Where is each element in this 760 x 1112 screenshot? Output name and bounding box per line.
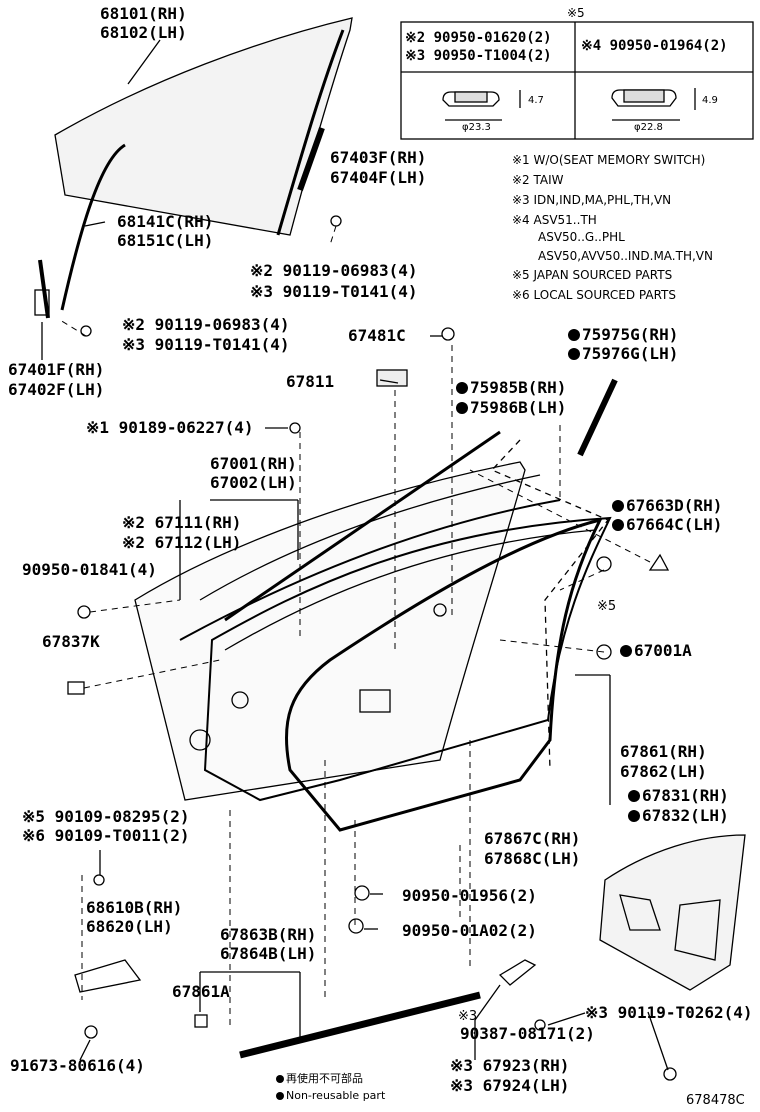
legend-non-reusable-jp: 再使用不可部品 — [276, 1072, 363, 1086]
non-reusable-dot-icon — [568, 329, 580, 341]
part-67401f[interactable]: 67401F(RH) — [8, 360, 105, 379]
part-68151c[interactable]: 68151C(LH) — [117, 231, 214, 250]
part-75986b[interactable]: 75986B(LH) — [456, 398, 566, 417]
note-2: ※2 TAIW — [512, 173, 564, 187]
note-4b: ASV50..G..PHL — [538, 230, 625, 244]
part-67002[interactable]: 67002(LH) — [210, 473, 297, 492]
non-reusable-dot-icon — [620, 645, 632, 657]
note-6: ※6 LOCAL SOURCED PARTS — [512, 288, 676, 302]
legend-dim-height-left: 4.7 — [528, 95, 544, 106]
part-90387-08171[interactable]: 90387-08171(2) — [460, 1024, 595, 1043]
legend-dim-diameter-right: φ22.8 — [634, 122, 663, 133]
part-68620[interactable]: 68620(LH) — [86, 917, 173, 936]
non-reusable-dot-icon — [628, 810, 640, 822]
part-91673-80616[interactable]: 91673-80616(4) — [10, 1056, 145, 1075]
non-reusable-dot-icon — [276, 1092, 284, 1100]
part-68102[interactable]: 68102(LH) — [100, 23, 187, 42]
part-67001a[interactable]: 67001A — [620, 641, 692, 660]
note-3: ※3 IDN,IND,MA,PHL,TH,VN — [512, 193, 672, 207]
part-67664c-label: 67664C(LH) — [626, 515, 723, 534]
legend-en-text: Non-reusable part — [286, 1089, 386, 1102]
part-67837k[interactable]: 67837K — [42, 632, 100, 651]
non-reusable-dot-icon — [456, 382, 468, 394]
part-67924[interactable]: ※3 67924(LH) — [450, 1076, 570, 1095]
part-75975g[interactable]: 75975G(RH) — [568, 325, 678, 344]
part-67831-label: 67831(RH) — [642, 786, 729, 805]
non-reusable-dot-icon — [456, 402, 468, 414]
part-67402f[interactable]: 67402F(LH) — [8, 380, 105, 399]
part-90119-t0141-upper[interactable]: ※3 90119-T0141(4) — [250, 282, 418, 301]
part-67863b[interactable]: 67863B(RH) — [220, 925, 317, 944]
part-67832[interactable]: 67832(LH) — [628, 806, 729, 825]
part-67111[interactable]: ※2 67111(RH) — [122, 513, 242, 532]
part-75976g-label: 75976G(LH) — [582, 344, 679, 363]
part-67663d-label: 67663D(RH) — [626, 496, 723, 515]
part-67861a[interactable]: 67861A — [172, 982, 230, 1001]
part-67811[interactable]: 67811 — [286, 372, 335, 391]
part-75986b-label: 75986B(LH) — [470, 398, 567, 417]
part-75985b[interactable]: 75985B(RH) — [456, 378, 566, 397]
part-67864b[interactable]: 67864B(LH) — [220, 944, 317, 963]
part-67112[interactable]: ※2 67112(LH) — [122, 533, 242, 552]
part-90119-t0262[interactable]: ※3 90119-T0262(4) — [585, 1003, 753, 1022]
legend-dim-diameter-left: φ23.3 — [462, 122, 491, 133]
note-5: ※5 JAPAN SOURCED PARTS — [512, 268, 673, 282]
part-90109-t0011[interactable]: ※6 90109-T0011(2) — [22, 826, 190, 845]
part-90109-08295[interactable]: ※5 90109-08295(2) — [22, 807, 190, 826]
part-67868c[interactable]: 67868C(LH) — [484, 849, 581, 868]
part-67923[interactable]: ※3 67923(RH) — [450, 1056, 570, 1075]
part-90950-01841[interactable]: 90950-01841(4) — [22, 560, 157, 579]
part-67001a-label: 67001A — [634, 641, 692, 660]
part-75976g[interactable]: 75976G(LH) — [568, 344, 678, 363]
part-67867c[interactable]: 67867C(RH) — [484, 829, 581, 848]
part-67832-label: 67832(LH) — [642, 806, 729, 825]
part-67831[interactable]: 67831(RH) — [628, 786, 729, 805]
part-90119-06983-upper[interactable]: ※2 90119-06983(4) — [250, 261, 418, 280]
part-67862[interactable]: 67862(LH) — [620, 762, 707, 781]
legend-box-left-line1: ※2 90950-01620(2) — [405, 30, 552, 46]
part-90950-01a02[interactable]: 90950-01A02(2) — [402, 921, 537, 940]
part-68610b[interactable]: 68610B(RH) — [86, 898, 183, 917]
legend-box-header: ※5 — [567, 6, 585, 20]
part-67663d[interactable]: 67663D(RH) — [612, 496, 722, 515]
part-68141c[interactable]: 68141C(RH) — [117, 212, 214, 231]
non-reusable-dot-icon — [568, 348, 580, 360]
legend-box-right-line1: ※4 90950-01964(2) — [581, 38, 728, 54]
part-75975g-label: 75975G(RH) — [582, 325, 679, 344]
part-67403f[interactable]: 67403F(RH) — [330, 148, 427, 167]
note-1: ※1 W/O(SEAT MEMORY SWITCH) — [512, 153, 706, 167]
part-star3-marker: ※3 — [458, 1009, 478, 1024]
part-90119-06983-lower[interactable]: ※2 90119-06983(4) — [122, 315, 290, 334]
part-67001[interactable]: 67001(RH) — [210, 454, 297, 473]
part-67404f[interactable]: 67404F(LH) — [330, 168, 427, 187]
note-4: ※4 ASV51..TH — [512, 213, 597, 227]
part-68101[interactable]: 68101(RH) — [100, 4, 187, 23]
part-90950-01956[interactable]: 90950-01956(2) — [402, 886, 537, 905]
legend-box-left-line2: ※3 90950-T1004(2) — [405, 48, 552, 64]
non-reusable-dot-icon — [612, 519, 624, 531]
legend-dim-height-right: 4.9 — [702, 95, 718, 106]
part-90119-t0141-lower[interactable]: ※3 90119-T0141(4) — [122, 335, 290, 354]
non-reusable-dot-icon — [628, 790, 640, 802]
part-75985b-label: 75985B(RH) — [470, 378, 567, 397]
figure-code: 678478C — [686, 1093, 745, 1108]
part-90189-06227[interactable]: ※1 90189-06227(4) — [86, 418, 254, 437]
part-67481c[interactable]: 67481C — [348, 326, 406, 345]
legend-jp-text: 再使用不可部品 — [286, 1072, 363, 1085]
part-67664c[interactable]: 67664C(LH) — [612, 515, 722, 534]
legend-non-reusable-en: Non-reusable part — [276, 1089, 385, 1103]
non-reusable-dot-icon — [276, 1075, 284, 1083]
non-reusable-dot-icon — [612, 500, 624, 512]
note-4c: ASV50,AVV50..IND.MA.TH,VN — [538, 249, 713, 263]
part-67861[interactable]: 67861(RH) — [620, 742, 707, 761]
part-star5-marker: ※5 — [597, 599, 617, 614]
